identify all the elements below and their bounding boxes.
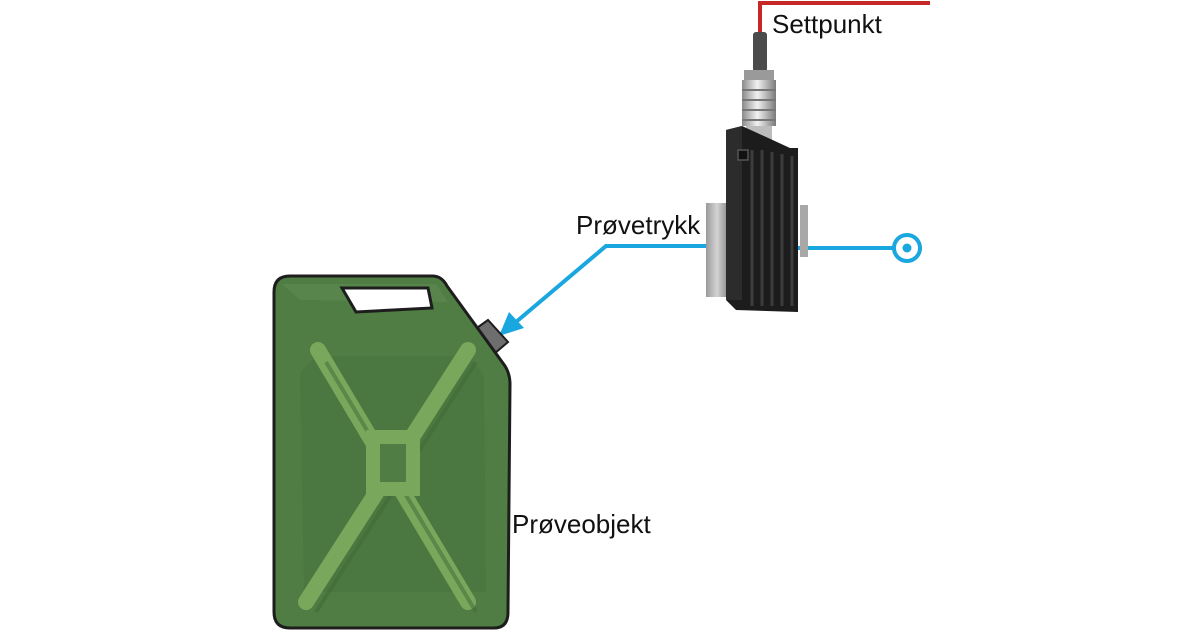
pressure-port-icon [892,233,922,263]
test-pressure-line [514,244,714,324]
jerry-can-icon [272,274,512,630]
test-pressure-arrowhead [499,312,524,336]
test-pressure-label: Prøvetrykk [576,210,701,240]
setpoint-label: Settpunkt [772,9,882,39]
pressure-controller-icon [706,32,808,312]
setpoint-line [758,1,930,40]
test-object-label: Prøveobjekt [512,509,651,539]
